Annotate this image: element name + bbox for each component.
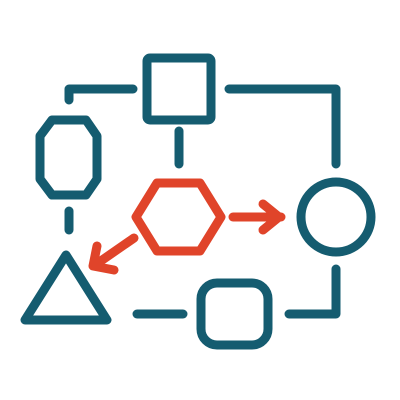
connector-roundedsquare-circle (284, 264, 341, 319)
octagon-node (35, 115, 102, 200)
octagon-shape (35, 115, 102, 200)
hexagon-node (131, 178, 226, 256)
arrow-hexagon-circle-head (258, 199, 284, 235)
rounded-square-node (196, 278, 273, 350)
triangle-shape (20, 250, 112, 325)
square-node (142, 53, 216, 125)
connectors (64, 84, 341, 319)
circle-shape (296, 177, 376, 257)
rounded-square-shape (196, 278, 273, 350)
circle-node (296, 177, 376, 257)
hexagon-shape (131, 178, 226, 256)
triangle-node (20, 250, 112, 325)
arrow-hexagon-triangle-head (88, 241, 119, 275)
connector-square-circle (224, 84, 341, 169)
connector-square-octagon (64, 84, 138, 105)
arrow-hexagon-triangle (90, 233, 139, 270)
square-shape (142, 53, 216, 125)
accent-arrows (88, 199, 286, 275)
